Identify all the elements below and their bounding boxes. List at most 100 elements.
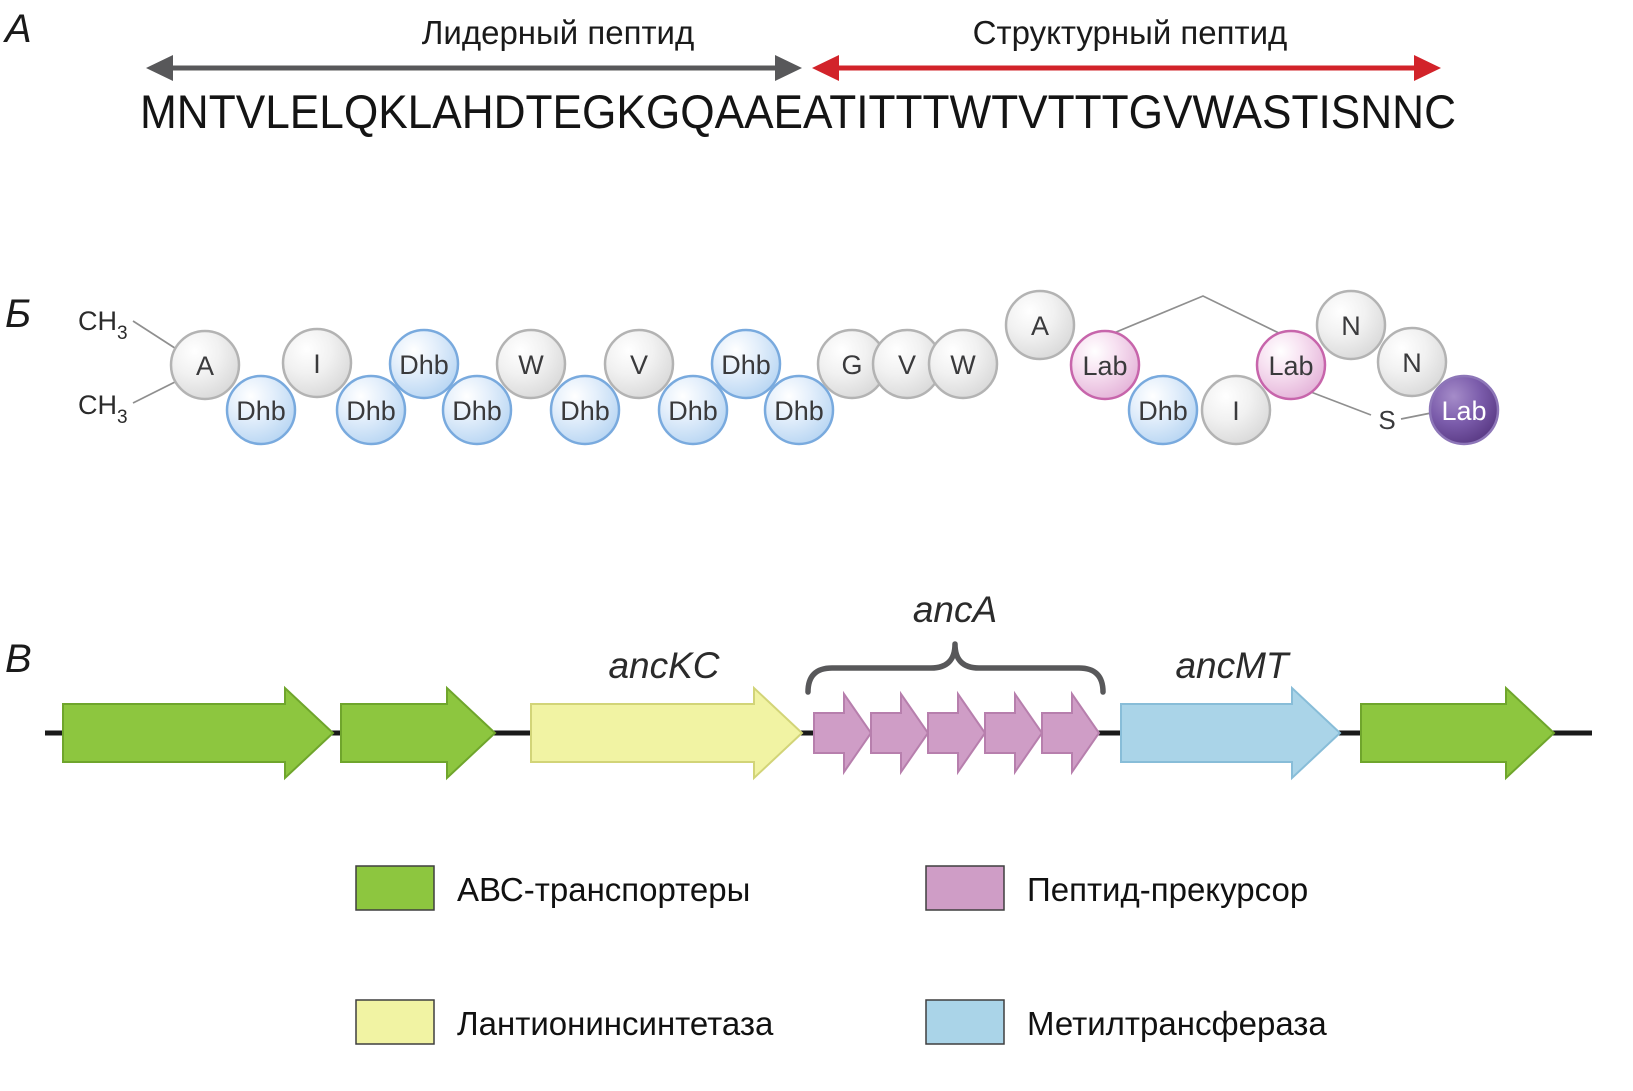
residue-label: V	[898, 350, 916, 380]
peptide-region-arrows	[146, 55, 1441, 81]
residue-7-W: W	[495, 328, 567, 400]
residue-circle	[1255, 329, 1327, 401]
residue-4-Dhb: Dhb	[335, 374, 407, 446]
legend-label: Лантионинсинтетаза	[457, 1005, 774, 1042]
legend-item-blue: Метилтрансфераза	[925, 999, 1327, 1045]
leader-peptide-arrow	[146, 55, 802, 81]
legend-label: Метилтрансфераза	[1027, 1005, 1327, 1042]
residue-label: Dhb	[668, 396, 718, 426]
gene-arrow-abc-transporter-2	[340, 685, 497, 781]
residue-23-Lab: Lab	[1428, 374, 1500, 446]
gene-arrow-ancA-4	[984, 690, 1044, 776]
ch3-top-label: CH3	[78, 306, 128, 344]
legend-item-pink: Пептид-прекурсор	[925, 865, 1308, 911]
residue-label: V	[630, 350, 648, 380]
peptide-sequence: MNTVLELQKLAHDTEGKGQAAEATITTTWTVTTTGVWAST…	[140, 85, 1456, 138]
residue-label: I	[1232, 396, 1240, 426]
panel-v-letter: В	[5, 637, 32, 681]
residue-label: Dhb	[774, 396, 824, 426]
residue-label: A	[1031, 311, 1049, 341]
gene-arrow-ancA-5	[1041, 690, 1101, 776]
gene-name-ancA: ancA	[913, 589, 997, 630]
residue-22-N: N	[1376, 326, 1448, 398]
residue-label: Lab	[1441, 396, 1486, 426]
residue-21-N: N	[1315, 289, 1387, 361]
residue-circle	[495, 328, 567, 400]
leader-arrowhead-right	[775, 55, 802, 81]
residue-label: N	[1402, 348, 1422, 378]
residue-2-Dhb: Dhb	[225, 374, 297, 446]
residue-8-Dhb: Dhb	[549, 374, 621, 446]
lanthionine-ring-bond	[1108, 295, 1286, 337]
anca-brace	[805, 641, 1106, 695]
panel-b-letter: Б	[5, 292, 31, 336]
gene-arrow-abc-transporter-3	[1360, 685, 1556, 781]
residue-label: Dhb	[721, 350, 771, 380]
legend-item-green: АВС-транспортеры	[355, 865, 750, 911]
residue-circle	[603, 328, 675, 400]
residue-19-I: I	[1200, 374, 1272, 446]
gene-arrow-ancA-3	[927, 690, 987, 776]
residue-10-Dhb: Dhb	[657, 374, 729, 446]
residue-label: Lab	[1082, 351, 1127, 381]
legend-swatch-yellow	[355, 999, 435, 1045]
residue-label: G	[841, 350, 862, 380]
legend-swatch-green	[355, 865, 435, 911]
panel-b: Б CH3 CH3 S ADhbIDhbDhbDhbWDhbVDhbDhbDhb…	[5, 289, 1500, 446]
residue-6-Dhb: Dhb	[441, 374, 513, 446]
gene-arrow-ancMT	[1120, 685, 1342, 781]
residue-circle	[169, 329, 241, 401]
structural-arrowhead-right	[1414, 55, 1441, 81]
residue-label: W	[950, 350, 976, 380]
thioether-bond-left	[1302, 388, 1372, 416]
residue-label: Dhb	[236, 396, 286, 426]
residue-label: W	[518, 350, 544, 380]
residue-20-Lab: Lab	[1255, 329, 1327, 401]
residue-3-I: I	[281, 327, 353, 399]
residue-label: Lab	[1268, 351, 1313, 381]
residue-label: Dhb	[452, 396, 502, 426]
residue-9-V: V	[603, 328, 675, 400]
legend-swatch-pink	[925, 865, 1005, 911]
residue-5-Dhb: Dhb	[388, 328, 460, 400]
residue-label: Dhb	[560, 396, 610, 426]
residue-circle	[441, 374, 513, 446]
residue-circle	[763, 374, 835, 446]
residue-1-A: A	[169, 329, 241, 401]
residue-label: Dhb	[399, 350, 449, 380]
gene-name-ancMT: ancMT	[1175, 645, 1290, 686]
structural-arrowhead-left	[812, 55, 839, 81]
residue-circle	[1127, 374, 1199, 446]
thioether-bond-right	[1400, 412, 1432, 420]
residue-label: A	[196, 351, 214, 381]
residue-label: N	[1341, 311, 1361, 341]
legend-swatch-blue	[925, 999, 1005, 1045]
ch3-bond-bottom	[132, 378, 182, 404]
legend-item-yellow: Лантионинсинтетаза	[355, 999, 774, 1045]
leader-arrowhead-left	[146, 55, 173, 81]
residue-16-A: A	[1004, 289, 1076, 361]
residue-15-W: W	[927, 328, 999, 400]
residue-11-Dhb: Dhb	[710, 328, 782, 400]
panel-a-letter: А	[3, 7, 32, 51]
residue-label: Dhb	[1138, 396, 1188, 426]
residue-18-Dhb: Dhb	[1127, 374, 1199, 446]
legend: АВС-транспортеры Пептид-прекурсорЛантиони…	[355, 865, 1327, 1045]
residue-label: Dhb	[346, 396, 396, 426]
gene-arrow-ancKC	[530, 685, 804, 781]
legend-label: АВС-транспортеры	[457, 871, 750, 908]
residue-label: I	[313, 349, 321, 379]
residue-circle	[1200, 374, 1272, 446]
ch3-bond-top	[132, 320, 182, 353]
gene-arrow-ancA-2	[870, 690, 930, 776]
residue-17-Lab: Lab	[1069, 329, 1141, 401]
ch3-bottom-label: CH3	[78, 390, 128, 428]
structural-peptide-title: Структурный пептид	[973, 14, 1288, 51]
residue-circle	[1376, 326, 1448, 398]
residue-circle	[335, 374, 407, 446]
gene-cluster	[62, 685, 1556, 781]
